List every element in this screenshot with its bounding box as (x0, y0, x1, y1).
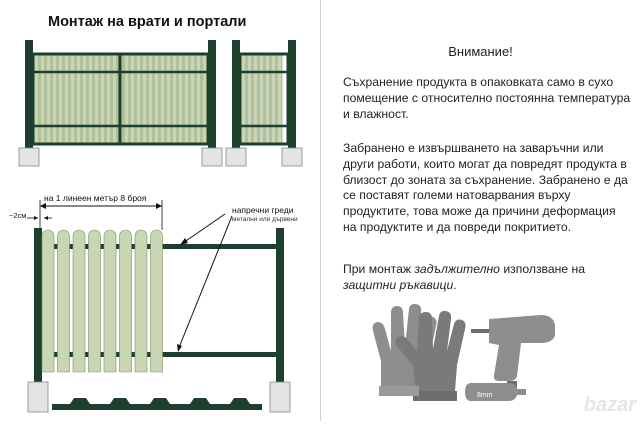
picket-slat (159, 54, 166, 144)
picket-slat (134, 229, 148, 373)
gloves-text-emphasis-2: защитни ръкавици (343, 277, 454, 292)
picket-slat (87, 54, 94, 144)
picket-slat (99, 54, 106, 144)
picket-slat (153, 54, 160, 144)
watermark: bazar (583, 394, 636, 416)
gloves-text-end: . (453, 277, 457, 292)
picket-slat (141, 54, 148, 144)
picket-slat (189, 54, 196, 144)
picket-slat (135, 54, 142, 144)
picket-slat (258, 54, 265, 144)
storage-paragraph: Съхранение продукта в опаковката само в … (343, 75, 631, 121)
picket-slat (69, 54, 76, 144)
picket-slat (195, 54, 202, 144)
picket-slat (123, 54, 130, 144)
picket-slat (201, 54, 208, 144)
picket-slat (105, 54, 112, 144)
warning-panel: Внимание! Съхранение продукта в опаковка… (321, 0, 640, 421)
fence-section-drawing (27, 200, 291, 413)
picket-slat (177, 54, 184, 144)
picket-slat (72, 229, 86, 373)
gloves-text-middle: използване на (499, 262, 586, 276)
gloves-text-emphasis-1: задължително (414, 262, 500, 276)
picket-slat (75, 54, 82, 144)
picket-slat (147, 54, 154, 144)
drill-bit-icon: 8mm (465, 383, 526, 401)
picket-slat (129, 54, 136, 144)
picket-slat (183, 54, 190, 144)
picket-slat (252, 54, 259, 144)
double-gate-drawing (18, 40, 223, 167)
picket-slat (103, 229, 117, 373)
picket-slat (270, 54, 277, 144)
picket-slat (51, 54, 58, 144)
picket-slat (33, 54, 40, 144)
wicket-gate-drawing (225, 40, 303, 167)
picket-slat (171, 54, 178, 144)
picket-slat (45, 54, 52, 144)
installation-diagram (18, 40, 303, 413)
gloves-text-start: При монтаж (343, 262, 415, 276)
installation-panel: Монтаж на врати и портали на 1 линеен ме… (0, 0, 320, 421)
gloves-paragraph: При монтаж задължително използване на за… (343, 262, 631, 294)
picket-slat (240, 54, 247, 144)
picket-slat (57, 54, 64, 144)
picket-slat (88, 229, 101, 373)
panel-divider (320, 0, 321, 421)
picket-slat (81, 54, 88, 144)
picket-slat (111, 54, 118, 144)
gloves-icon (372, 303, 466, 401)
picket-slat (246, 54, 253, 144)
rails-sub-label: метални или дървени (232, 216, 298, 223)
picket-slat (57, 229, 70, 373)
picket-slat (119, 229, 132, 373)
picket-slat (93, 54, 100, 144)
gap-label: ~2см (9, 211, 27, 220)
prohibition-paragraph: Забранено е извършването на заваръчни ил… (343, 141, 628, 234)
safety-icons: 8mm (372, 303, 555, 401)
rails-label: напречни греди (232, 205, 294, 215)
picket-slat (165, 54, 172, 144)
picket-slat (63, 54, 70, 144)
dimension-label: на 1 линеен метър 8 броя (44, 193, 147, 203)
diagram-title: Монтаж на врати и портали (48, 14, 247, 30)
picket-slat (41, 229, 55, 373)
picket-slat (39, 54, 46, 144)
warning-heading: Внимание! (448, 44, 513, 59)
drill-icon (471, 315, 555, 393)
picket-slat (150, 229, 163, 373)
picket-slat (276, 54, 283, 144)
drill-bit-label: 8mm (477, 392, 493, 399)
picket-slat (264, 54, 271, 144)
